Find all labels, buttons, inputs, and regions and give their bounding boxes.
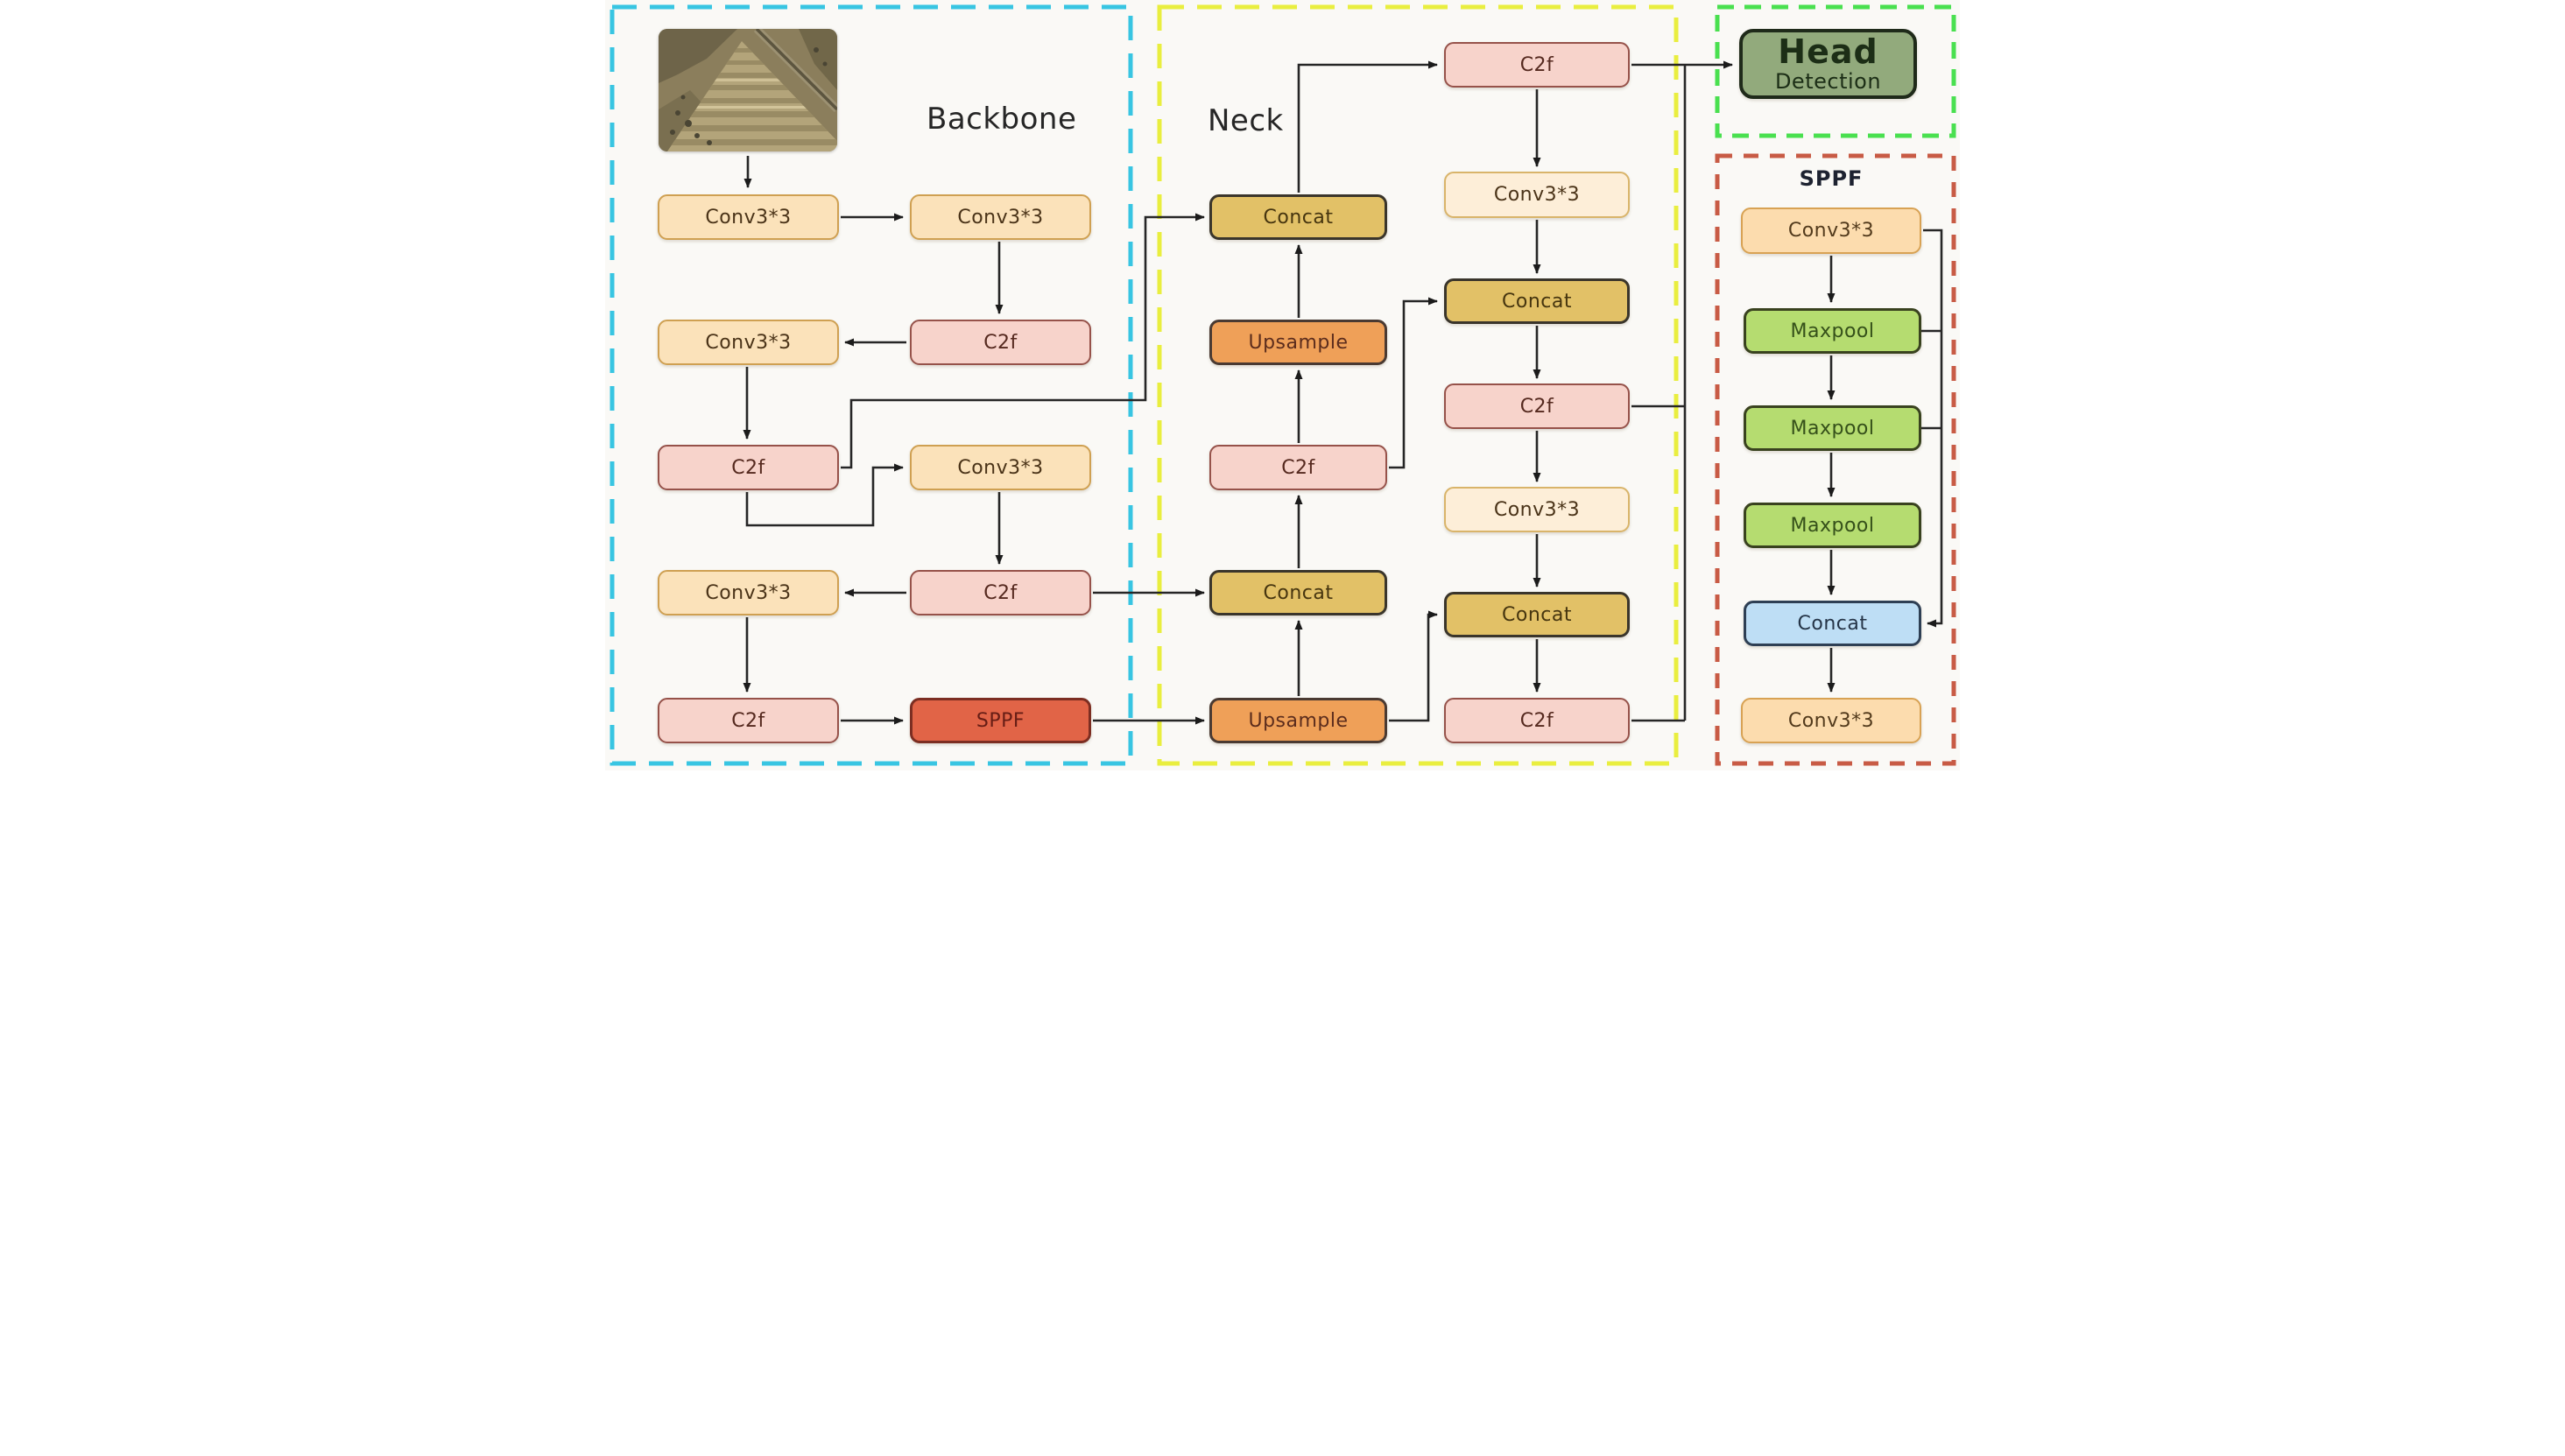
sppf-section-label: SPPF	[1799, 166, 1864, 191]
node-neck-concat3: Concat	[1444, 278, 1630, 324]
node-neck-concat4: Concat	[1444, 592, 1630, 637]
node-backbone-conv3: Conv3*3	[658, 320, 839, 365]
node-neck-conv2: Conv3*3	[1444, 487, 1630, 532]
node-backbone-conv4: Conv3*3	[910, 445, 1091, 490]
neck-boundary	[1157, 4, 1679, 766]
connectors-layer	[610, 4, 1956, 766]
node-backbone-conv5: Conv3*3	[658, 570, 839, 615]
node-backbone-conv1: Conv3*3	[658, 194, 839, 240]
node-sppf-maxpool2: Maxpool	[1744, 405, 1921, 451]
node-neck-c2f-top: C2f	[1444, 42, 1630, 88]
head-boundary	[1715, 4, 1956, 138]
node-backbone-c2f4: C2f	[658, 698, 839, 743]
node-neck-c2f-bot: C2f	[1444, 698, 1630, 743]
backbone-section-label: Backbone	[927, 102, 1077, 137]
node-head-detection: Head Detection	[1739, 29, 1917, 99]
node-backbone-c2f3: C2f	[910, 570, 1091, 615]
head-subtitle: Detection	[1774, 68, 1882, 94]
neck-section-label: Neck	[1208, 103, 1284, 138]
node-backbone-c2f2: C2f	[658, 445, 839, 490]
node-backbone-conv2: Conv3*3	[910, 194, 1091, 240]
architecture-diagram: Backbone Neck SPPF	[605, 0, 1960, 770]
node-neck-upsample2: Upsample	[1209, 698, 1387, 743]
diagram-edges	[743, 60, 1943, 725]
node-sppf-maxpool3: Maxpool	[1744, 503, 1921, 548]
node-neck-concat2: Concat	[1209, 570, 1387, 615]
node-sppf-maxpool1: Maxpool	[1744, 308, 1921, 354]
node-sppf-conv-bottom: Conv3*3	[1741, 698, 1921, 743]
node-neck-c2f-mid: C2f	[1444, 383, 1630, 429]
sppf-boundary	[1715, 153, 1956, 766]
satellite-photo-graphic	[659, 29, 837, 151]
node-sppf-concat: Concat	[1744, 601, 1921, 646]
node-neck-upsample1: Upsample	[1209, 320, 1387, 365]
node-neck-concat1: Concat	[1209, 194, 1387, 240]
node-sppf-conv-top: Conv3*3	[1741, 207, 1921, 254]
head-title: Head	[1778, 32, 1878, 71]
node-backbone-sppf: SPPF	[910, 698, 1091, 743]
node-neck-c2f1: C2f	[1209, 445, 1387, 490]
node-neck-conv1: Conv3*3	[1444, 172, 1630, 218]
node-backbone-c2f1: C2f	[910, 320, 1091, 365]
input-satellite-image	[659, 29, 837, 151]
